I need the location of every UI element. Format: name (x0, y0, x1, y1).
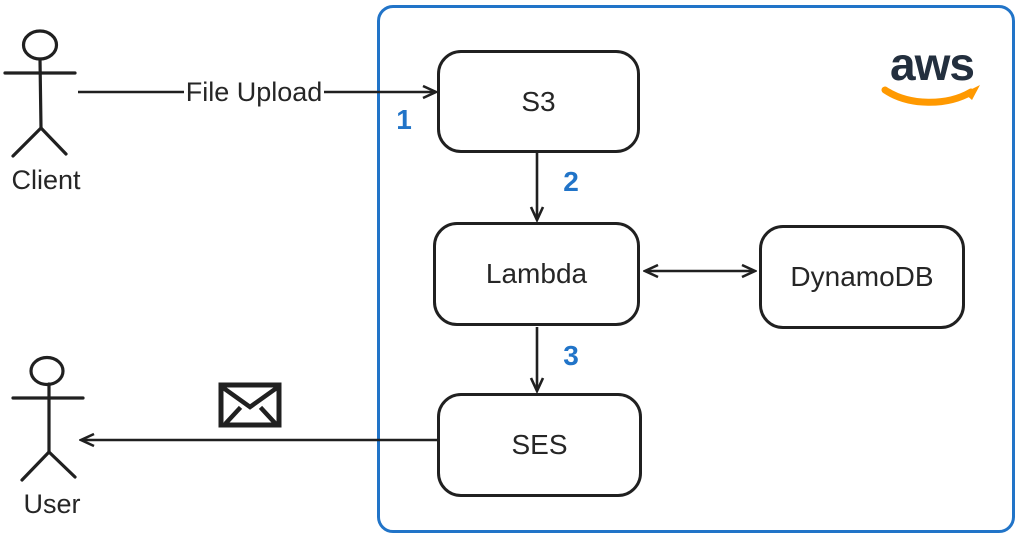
user-label: User (23, 489, 81, 519)
node-dynamodb-label: DynamoDB (790, 261, 934, 292)
aws-smile-icon (881, 85, 980, 106)
step-number-1: 1 (396, 104, 412, 135)
node-ses-label: SES (511, 429, 568, 460)
aws-boundary-box (377, 5, 1015, 533)
node-s3: S3 (437, 50, 640, 153)
node-dynamodb: DynamoDB (759, 225, 965, 329)
node-ses: SES (437, 393, 642, 497)
step-number-3: 3 (563, 340, 579, 371)
envelope-icon (218, 382, 282, 428)
node-lambda-label: Lambda (485, 258, 588, 289)
user-actor-icon (11, 355, 85, 482)
aws-logo-text: aws (890, 38, 975, 90)
node-lambda: Lambda (433, 222, 640, 326)
aws-logo: aws (878, 38, 986, 112)
edge-label-file-upload: File Upload (184, 75, 324, 109)
client-actor-icon (3, 29, 77, 158)
step-number-2: 2 (563, 166, 579, 197)
client-label: Client (11, 165, 81, 195)
node-s3-label: S3 (521, 85, 556, 117)
